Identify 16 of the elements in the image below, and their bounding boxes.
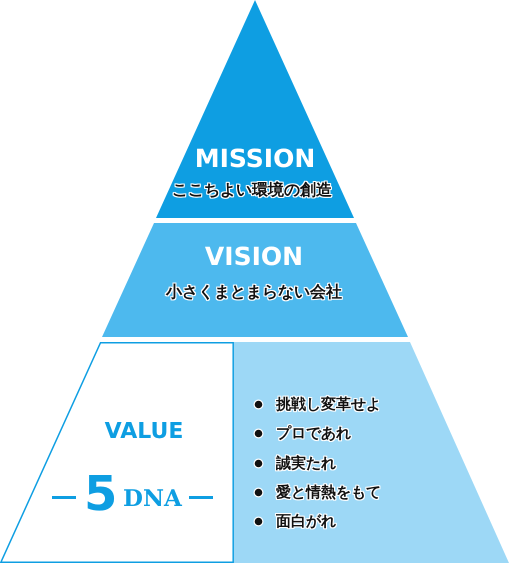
- list-item: 挑戦し変革せよ: [276, 397, 381, 412]
- dna-label: DNA: [123, 487, 182, 510]
- list-item: プロであれ: [276, 426, 351, 442]
- list-item: 誠実たれ: [276, 456, 336, 471]
- pyramid-top-tier: [156, 0, 354, 218]
- list-item: 愛と情熱をもて: [276, 484, 381, 500]
- dna-number: 5: [84, 470, 118, 518]
- tier-title: MISSION: [194, 146, 316, 171]
- tier-title: VISION: [204, 244, 304, 269]
- value-panel: [0, 342, 234, 563]
- tier-subtitle: ここちよい環境の創造: [172, 182, 332, 198]
- value-list-panel: [234, 342, 509, 563]
- value-title: VALUE: [104, 421, 184, 443]
- pyramid-middle-tier: [102, 223, 408, 337]
- tier-subtitle: 小さくまとまらない会社: [166, 284, 342, 300]
- list-item: 面白がれ: [276, 514, 336, 530]
